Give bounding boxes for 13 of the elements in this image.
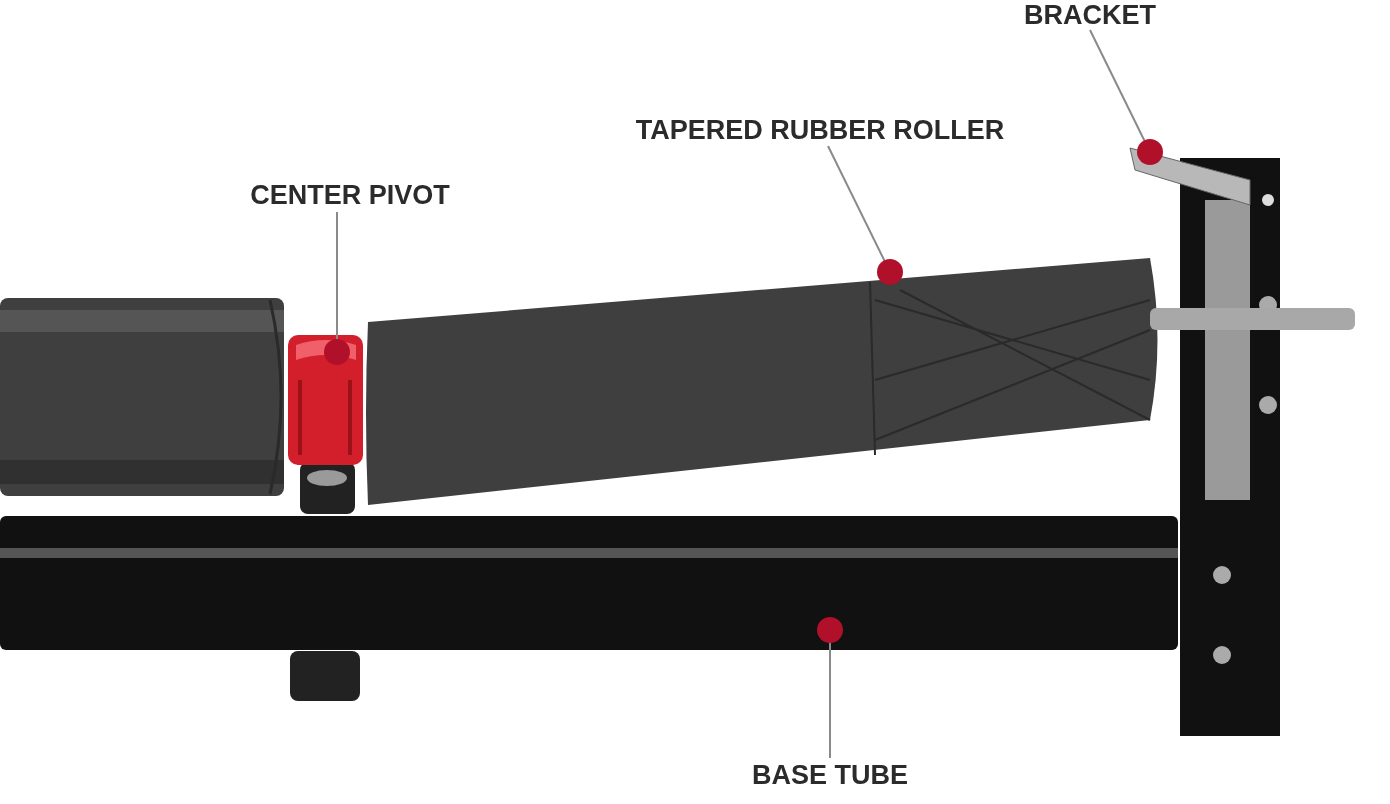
roller-drawing	[366, 258, 1158, 505]
side-roller-drawing	[0, 298, 284, 496]
leader-line	[827, 145, 903, 285]
pivot-drawing	[288, 335, 363, 514]
leader-line	[817, 617, 843, 759]
part-label: BRACKET	[1024, 0, 1156, 30]
part-label: CENTER PIVOT	[250, 180, 450, 210]
part-label: TAPERED RUBBER ROLLER	[635, 115, 1005, 145]
tube-drawing	[0, 516, 1178, 701]
bracket-drawing	[1129, 147, 1355, 736]
part-label: BASE TUBE	[752, 760, 908, 790]
leader-line	[1089, 29, 1163, 165]
leader-line	[324, 211, 350, 365]
